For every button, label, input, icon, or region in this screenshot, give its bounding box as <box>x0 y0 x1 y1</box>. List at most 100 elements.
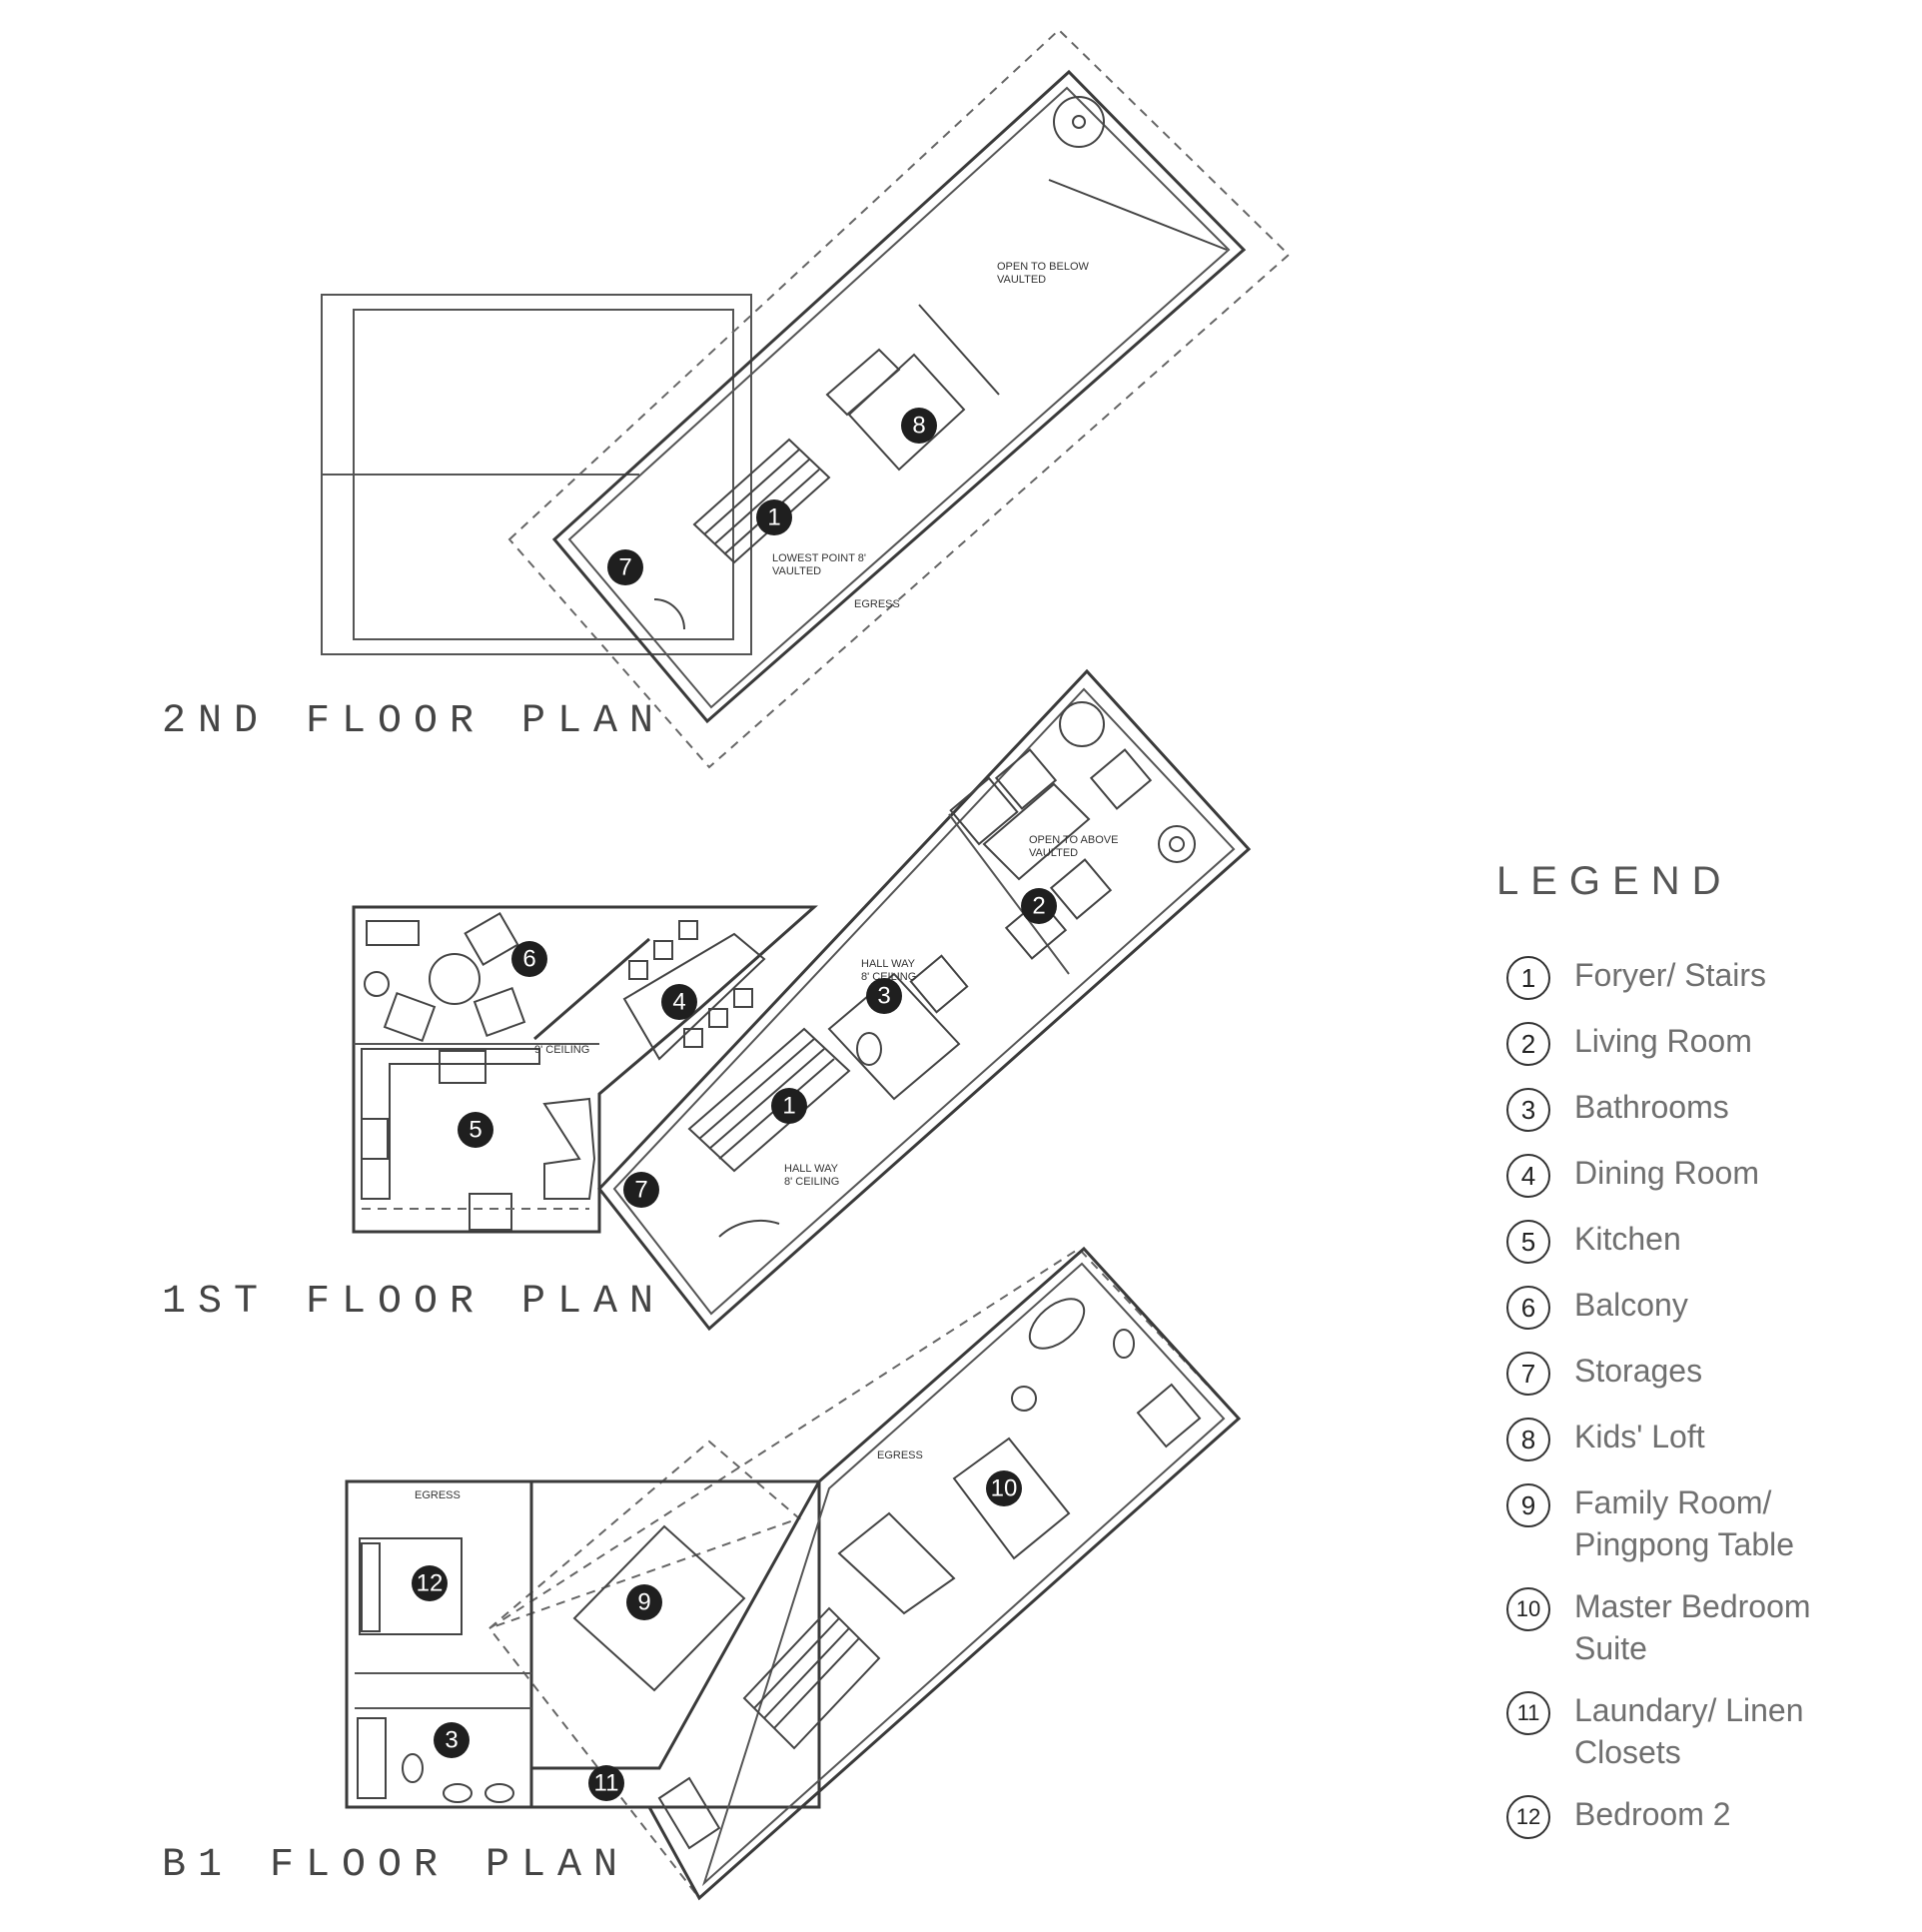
svg-text:5: 5 <box>469 1117 481 1144</box>
note-egress: EGRESS <box>877 1449 923 1461</box>
stair-run <box>687 1027 851 1173</box>
kitchen-island <box>542 1097 596 1200</box>
legend-number-badge: 1 <box>1506 956 1550 1000</box>
note-egress: EGRESS <box>854 598 900 610</box>
first-floor-stairs <box>687 1027 851 1173</box>
basement-floor-title: B1 FLOOR PLAN <box>162 1843 629 1888</box>
note-hall-way: HALL WAY <box>784 1163 839 1175</box>
note-ceiling: 9' CEILING <box>534 1044 589 1056</box>
living-fireplace <box>1158 825 1196 863</box>
svg-text:8: 8 <box>912 413 925 440</box>
entry-door-swing <box>718 1219 780 1238</box>
round-fixture-center <box>1072 115 1086 129</box>
svg-text:3: 3 <box>877 983 890 1010</box>
legend-label: Kids' Loft <box>1574 1419 1705 1454</box>
dining-table <box>622 932 766 1061</box>
kitchen-fixtures <box>361 1048 596 1231</box>
master-bathtub <box>1028 1298 1086 1350</box>
marker-9: 9 <box>626 1584 662 1620</box>
stair-run <box>692 438 831 564</box>
balcony-stool <box>364 971 390 997</box>
note-vaulted: VAULTED <box>997 274 1046 286</box>
marker-4: 4 <box>661 984 697 1020</box>
balcony-chair <box>383 991 437 1043</box>
master-bed <box>952 1437 1071 1560</box>
legend-label: Foryer/ Stairs <box>1574 957 1767 993</box>
svg-text:12: 12 <box>417 1570 444 1597</box>
master-sink <box>1011 1386 1037 1412</box>
dining-chair <box>628 960 648 980</box>
marker-10: 10 <box>986 1470 1022 1506</box>
dining-chair <box>733 988 753 1008</box>
living-armchair <box>994 748 1058 810</box>
stair-tread <box>753 1617 840 1709</box>
stair-tread <box>698 1038 815 1140</box>
loft-bench <box>825 348 901 417</box>
stair-tread <box>763 1627 850 1719</box>
master-toilet <box>1113 1329 1135 1359</box>
legend-label: Bathrooms <box>1574 1089 1729 1125</box>
laundry-unit <box>657 1776 721 1850</box>
first-floor-exterior-wall <box>597 668 1252 1332</box>
legend-label: Dining Room <box>1574 1155 1759 1191</box>
balcony-furniture <box>364 912 526 1043</box>
living-coffee-table <box>982 782 1091 881</box>
basement-floor-plan: EGRESS EGRESS 10 12 9 3 11 B1 FLOOR PLAN <box>162 1246 1242 1901</box>
legend-number-badge: 4 <box>1506 1154 1550 1198</box>
second-floor-interior-wall <box>567 86 1231 709</box>
master-closet <box>837 1511 956 1615</box>
second-floor-exterior-wall <box>551 69 1247 724</box>
basement-interior-wall <box>701 1262 1226 1887</box>
legend-number-badge: 9 <box>1506 1483 1550 1527</box>
living-room-furniture <box>949 701 1196 960</box>
balcony-chair <box>473 986 526 1038</box>
marker-11: 11 <box>588 1765 624 1801</box>
marker-7: 7 <box>623 1172 659 1208</box>
legend-label: Bedroom 2 <box>1574 1796 1731 1832</box>
marker-3: 3 <box>434 1722 470 1758</box>
legend-label: Kitchen <box>1574 1221 1681 1257</box>
note-ceiling: 8' CEILING <box>784 1176 839 1188</box>
svg-text:7: 7 <box>618 554 631 581</box>
living-round-table <box>1059 701 1105 747</box>
first-floor-interior-wall <box>612 687 1236 1316</box>
stair-run <box>742 1606 881 1750</box>
bedroom-2-bed <box>359 1537 463 1635</box>
legend-number-badge: 8 <box>1506 1418 1550 1461</box>
legend-number-badge: 12 <box>1506 1795 1550 1839</box>
basement-toilet <box>402 1753 424 1783</box>
second-floor-site-outline <box>507 28 1291 769</box>
stair-tread <box>708 1048 825 1150</box>
dining-chair <box>653 940 673 960</box>
marker-3: 3 <box>866 978 902 1014</box>
stair-tread <box>703 449 800 535</box>
note-hall-way: HALL WAY <box>861 958 916 970</box>
legend-label: Family Room/ Pingpong Table <box>1574 1484 1795 1562</box>
note-lowest-point: LOWEST POINT 8' <box>772 552 866 564</box>
svg-text:9: 9 <box>637 1589 650 1616</box>
bedroom-2-headboard <box>361 1542 381 1632</box>
stair-tread <box>713 459 810 545</box>
legend-label: Balcony <box>1574 1287 1688 1323</box>
marker-6: 6 <box>511 941 547 977</box>
svg-text:6: 6 <box>522 946 535 973</box>
dining-chair <box>678 920 698 940</box>
basement-exterior-wall <box>529 1246 1242 1901</box>
legend-title: LEGEND <box>1496 859 1733 903</box>
pingpong-table <box>572 1524 746 1692</box>
marker-5: 5 <box>458 1112 493 1148</box>
legend-number-badge: 7 <box>1506 1352 1550 1396</box>
svg-text:3: 3 <box>445 1727 458 1754</box>
dining-set <box>622 920 766 1061</box>
basement-left-wing <box>345 1479 821 1809</box>
balcony-chair <box>464 912 519 966</box>
legend-label: Storages <box>1574 1353 1703 1389</box>
second-floor-stairs <box>692 438 831 564</box>
svg-text:2: 2 <box>1032 893 1045 920</box>
svg-text:4: 4 <box>672 989 685 1016</box>
